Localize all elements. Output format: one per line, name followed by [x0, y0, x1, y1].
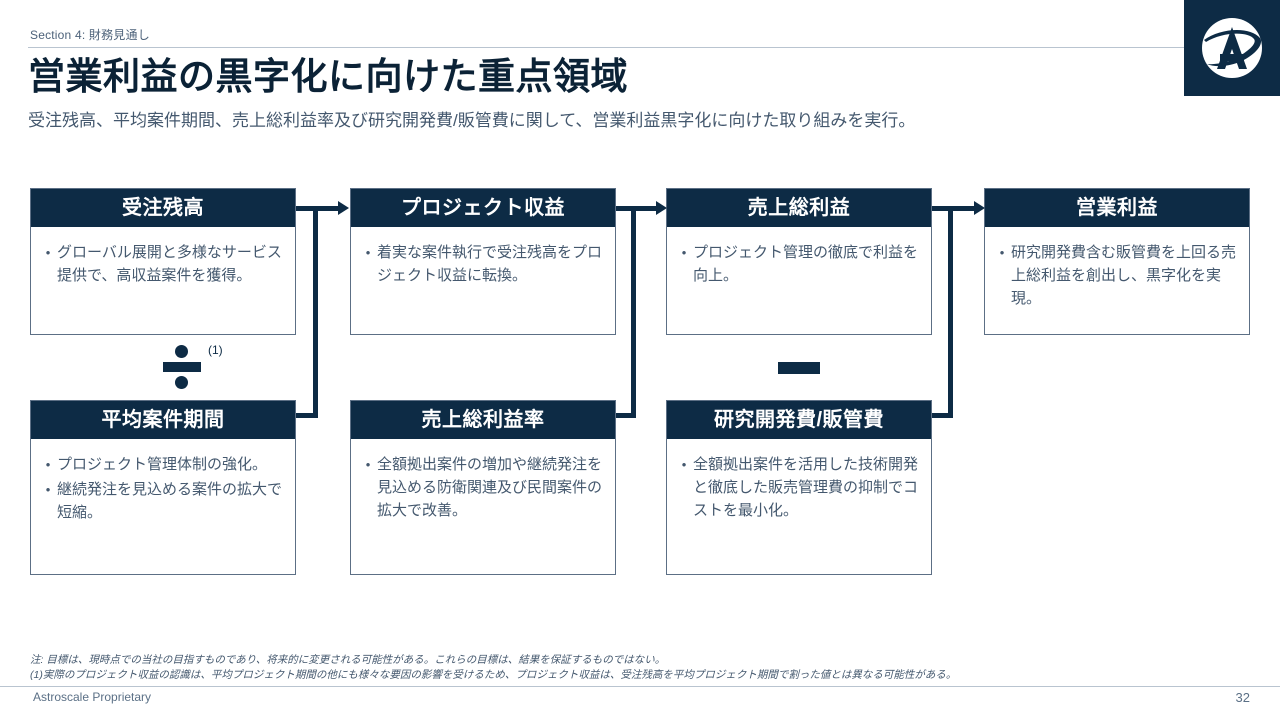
bullet-icon: • — [45, 457, 51, 472]
connector-3-horizontal-bottom — [932, 413, 953, 418]
flow-box-gross-margin: 売上総利益率 • 全額拠出案件の増加や継続発注を見込める防衛関連及び民間案件の拡… — [350, 400, 616, 575]
list-item: • グローバル展開と多様なサービス提供で、高収益案件を獲得。 — [39, 241, 283, 287]
astroscale-logo — [1184, 0, 1280, 96]
page-title: 営業利益の黒字化に向けた重点領域 — [28, 56, 628, 97]
bullet-text: 研究開発費含む販管費を上回る売上総利益を創出し、黒字化を実現。 — [1011, 244, 1237, 307]
bullet-text: 継続発注を見込める案件の拡大で短縮。 — [57, 481, 283, 521]
connector-3-vertical — [948, 206, 953, 418]
header-divider — [28, 47, 1218, 48]
list-item: • 全額拠出案件の増加や継続発注を見込める防衛関連及び民間案件の拡大で改善。 — [359, 453, 603, 522]
page-subtitle: 受注残高、平均案件期間、売上総利益率及び研究開発費/販管費に関して、営業利益黒字… — [28, 111, 916, 130]
flow-box-title: 研究開発費/販管費 — [667, 401, 931, 439]
flow-box-body: • 着実な案件執行で受注残高をプロジェクト収益に転換。 — [351, 227, 615, 297]
bullet-text: グローバル展開と多様なサービス提供で、高収益案件を獲得。 — [57, 244, 282, 284]
footnote-note: 注: 目標は、現時点での当社の目指すものであり、将来的に変更される可能性がある。… — [30, 654, 666, 666]
flow-box-backlog: 受注残高 • グローバル展開と多様なサービス提供で、高収益案件を獲得。 — [30, 188, 296, 335]
flow-box-title: 売上総利益 — [667, 189, 931, 227]
bullet-icon: • — [999, 245, 1005, 260]
list-item: • 研究開発費含む販管費を上回る売上総利益を創出し、黒字化を実現。 — [993, 241, 1237, 310]
bullet-text: プロジェクト管理の徹底で利益を向上。 — [693, 244, 919, 284]
operator-multiply-icon — [463, 348, 503, 388]
bullet-text: 全額拠出案件の増加や継続発注を見込める防衛関連及び民間案件の拡大で改善。 — [377, 456, 603, 519]
flow-box-body: • 研究開発費含む販管費を上回る売上総利益を創出し、黒字化を実現。 — [985, 227, 1249, 320]
bullet-icon: • — [45, 245, 51, 260]
bullet-text: 着実な案件執行で受注残高をプロジェクト収益に転換。 — [377, 244, 603, 284]
operator-footnote-marker: (1) — [208, 343, 223, 357]
list-item: • プロジェクト管理の徹底で利益を向上。 — [675, 241, 919, 287]
flow-box-body: • プロジェクト管理の徹底で利益を向上。 — [667, 227, 931, 297]
flow-box-operating-profit: 営業利益 • 研究開発費含む販管費を上回る売上総利益を創出し、黒字化を実現。 — [984, 188, 1250, 335]
flow-box-body: • グローバル展開と多様なサービス提供で、高収益案件を獲得。 — [31, 227, 295, 297]
list-item: • 全額拠出案件を活用した技術開発と徹底した販売管理費の抑制でコストを最小化。 — [675, 453, 919, 522]
list-item: • プロジェクト管理体制の強化。 — [39, 453, 283, 476]
connector-1-arrow-icon — [338, 201, 349, 215]
flow-box-title: 受注残高 — [31, 189, 295, 227]
bullet-icon: • — [681, 245, 687, 260]
footer-divider — [0, 686, 1280, 687]
flow-box-title: 売上総利益率 — [351, 401, 615, 439]
flow-box-title: 平均案件期間 — [31, 401, 295, 439]
connector-1-horizontal-top — [296, 206, 338, 211]
connector-3-horizontal-top — [932, 206, 974, 211]
footer-proprietary-label: Astroscale Proprietary — [33, 690, 152, 704]
flow-box-rd-sga: 研究開発費/販管費 • 全額拠出案件を活用した技術開発と徹底した販売管理費の抑制… — [666, 400, 932, 575]
connector-2-arrow-icon — [656, 201, 667, 215]
operator-minus-icon — [778, 362, 820, 374]
bullet-icon: • — [45, 482, 51, 497]
connector-1-horizontal-bottom — [296, 413, 318, 418]
connector-3-arrow-icon — [974, 201, 985, 215]
connector-1-vertical — [313, 206, 318, 418]
flow-box-avg-project-period: 平均案件期間 • プロジェクト管理体制の強化。 • 継続発注を見込める案件の拡大… — [30, 400, 296, 575]
bullet-icon: • — [681, 457, 687, 472]
footnote-1: (1)実際のプロジェクト収益の認識は、平均プロジェクト期間の他にも様々な要因の影… — [30, 669, 957, 682]
bullet-icon: • — [365, 245, 371, 260]
footnotes: 注: 目標は、現時点での当社の目指すものであり、将来的に変更される可能性がある。… — [30, 653, 956, 683]
connector-2-horizontal-top — [616, 206, 656, 211]
section-label: Section 4: 財務見通し — [30, 28, 150, 42]
flow-box-body: • プロジェクト管理体制の強化。 • 継続発注を見込める案件の拡大で短縮。 — [31, 439, 295, 534]
logo-icon — [1202, 18, 1262, 78]
list-item: • 継続発注を見込める案件の拡大で短縮。 — [39, 478, 283, 524]
bullet-icon: • — [365, 457, 371, 472]
operator-divide-icon: (1) — [160, 343, 223, 389]
list-item: • 着実な案件執行で受注残高をプロジェクト収益に転換。 — [359, 241, 603, 287]
flow-box-body: • 全額拠出案件の増加や継続発注を見込める防衛関連及び民間案件の拡大で改善。 — [351, 439, 615, 532]
flow-box-gross-profit: 売上総利益 • プロジェクト管理の徹底で利益を向上。 — [666, 188, 932, 335]
flow-box-project-revenue: プロジェクト収益 • 着実な案件執行で受注残高をプロジェクト収益に転換。 — [350, 188, 616, 335]
connector-2-vertical — [631, 206, 636, 418]
bullet-text: 全額拠出案件を活用した技術開発と徹底した販売管理費の抑制でコストを最小化。 — [693, 456, 919, 519]
bullet-text: プロジェクト管理体制の強化。 — [57, 456, 268, 473]
flow-box-title: 営業利益 — [985, 189, 1249, 227]
flow-box-title: プロジェクト収益 — [351, 189, 615, 227]
page-number: 32 — [1235, 690, 1250, 705]
flow-box-body: • 全額拠出案件を活用した技術開発と徹底した販売管理費の抑制でコストを最小化。 — [667, 439, 931, 532]
connector-2-horizontal-bottom — [616, 413, 636, 418]
